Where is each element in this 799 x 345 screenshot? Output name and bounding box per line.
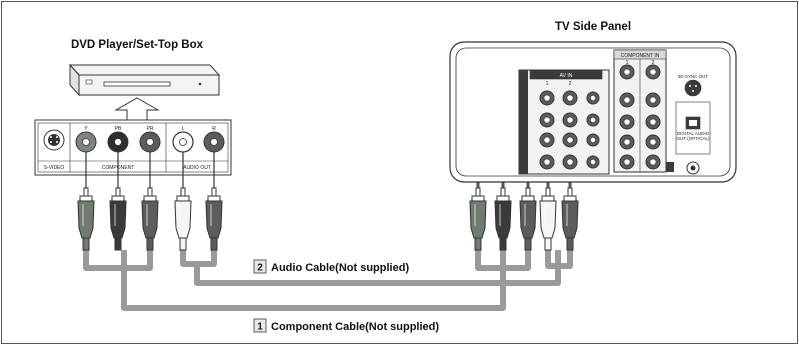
plug-r: [205, 187, 223, 251]
audio-out-label: AUDIO OUT: [183, 165, 211, 171]
jack-label-pr: PR: [147, 126, 154, 132]
jack-label-y: Y: [84, 126, 88, 132]
av-in-col-1: 1: [546, 81, 549, 87]
dvd-player-box: [68, 63, 221, 97]
component-in-1-jack-5: [619, 154, 635, 170]
dvd-plugs: [77, 187, 223, 251]
component-cable-text: Component Cable(Not supplied): [271, 321, 439, 333]
audio-cable-label: 2 Audio Cable(Not supplied): [253, 259, 409, 274]
av-in-3-jack-1: [586, 91, 600, 105]
tv-plug-r: [561, 187, 579, 251]
component-in-label: COMPONENT IN: [621, 53, 660, 59]
av-in-2-jack-3: [562, 132, 578, 148]
tv-plug-y: [469, 187, 487, 251]
audio-cable-wire: [180, 250, 573, 286]
svideo-label: S-VIDEO: [44, 165, 65, 171]
audio-cable-number: 2: [257, 263, 263, 274]
component-in-2-jack-4: [645, 134, 661, 150]
component-in-1-jack-1: [619, 64, 635, 80]
plug-pr: [141, 187, 159, 251]
component-in-2-jack-5: [645, 154, 661, 170]
dvd-jack-leads: [85, 152, 215, 188]
component-in-1-jack-2: [619, 92, 635, 108]
component-in-col-1: 1: [626, 60, 629, 66]
tv-plug-pb: [494, 187, 512, 251]
component-in-1-jack-3: [619, 114, 635, 130]
dvd-back-panel: [34, 119, 232, 176]
av-in-3-jack-3: [586, 133, 600, 147]
component-in-2-jack-3: [645, 114, 661, 130]
tv-plug-l: [539, 187, 557, 251]
dvd-label: DVD Player/Set-Top Box: [71, 39, 204, 51]
av-in-1-jack-2: [539, 112, 555, 128]
jack-label-r: R: [212, 126, 216, 132]
plug-pb: [109, 187, 127, 251]
av-in-1-jack-1: [539, 90, 555, 106]
jack-label-pb: PB: [115, 126, 122, 132]
jack-label-l: L: [182, 126, 185, 132]
audio-cable-text: Audio Cable(Not supplied): [271, 262, 409, 274]
av-in-3-jack-4: [586, 155, 600, 169]
component-in-col-2: 2: [652, 60, 655, 66]
component-cable-number: 1: [257, 322, 263, 333]
av-in-1-jack-3: [539, 132, 555, 148]
component-in-2-jack-2: [645, 92, 661, 108]
tv-plug-pr: [519, 187, 537, 251]
av-in-2-jack-4: [562, 154, 578, 170]
tv-label: TV Side Panel: [555, 21, 631, 33]
tv-side-panel: [449, 41, 737, 183]
component-in-1-jack-4: [619, 134, 635, 150]
av-in-1-jack-4: [539, 154, 555, 170]
av-in-3-jack-2: [586, 113, 600, 127]
component-cable-label: 1 Component Cable(Not supplied): [253, 318, 439, 333]
av-in-2-jack-2: [562, 112, 578, 128]
plug-l: [174, 187, 192, 251]
av-in-2-jack-1: [562, 90, 578, 106]
sync-out-label: 3D SYNC OUT: [678, 74, 709, 79]
component-cable-wire: [83, 250, 531, 311]
plug-y: [77, 187, 95, 251]
digital-audio-label-box: DIGITAL AUDIO OUT (OPTICAL): [676, 131, 710, 141]
tv-plugs: [469, 187, 579, 251]
av-in-col-2: 2: [569, 81, 572, 87]
digital-audio-label: DIGITAL AUDIO OUT (OPTICAL): [676, 131, 710, 141]
tv-jacks: [539, 64, 661, 170]
av-in-label: AV IN: [560, 73, 573, 79]
component-in-2-jack-1: [645, 64, 661, 80]
